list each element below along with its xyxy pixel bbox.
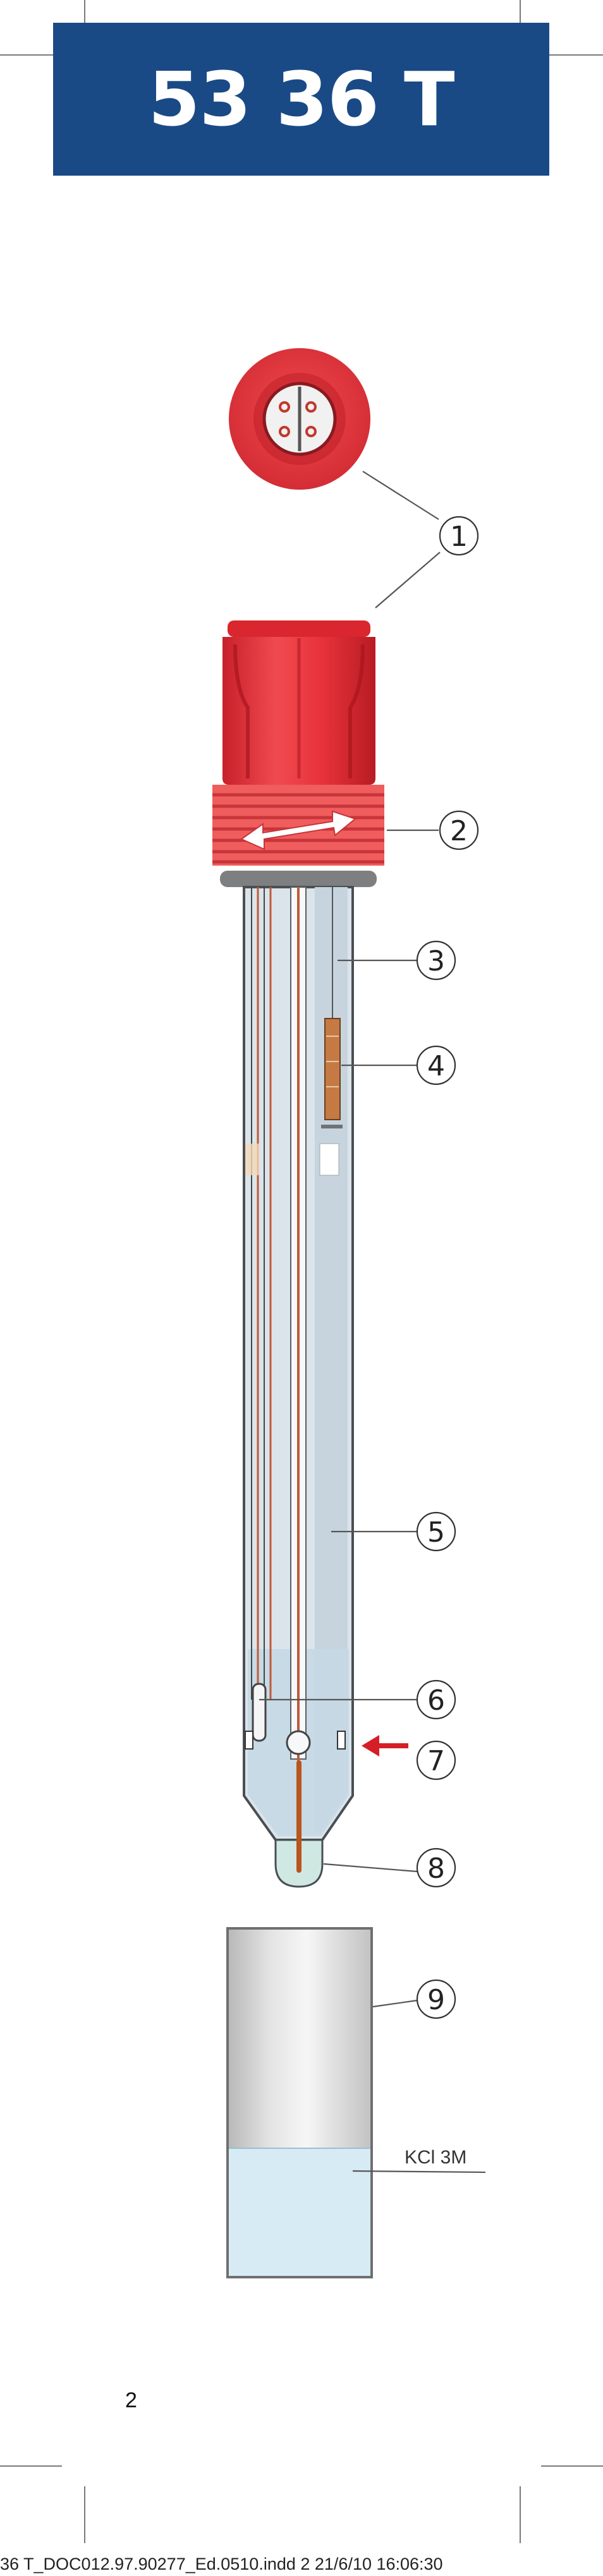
callout-number: 9 — [427, 1984, 445, 2016]
callout-lines — [259, 471, 486, 2174]
page-number: 2 — [125, 2388, 137, 2412]
callout-number: 8 — [427, 1853, 445, 1885]
storage-vessel — [226, 1927, 373, 2278]
callout-number: 3 — [427, 945, 445, 977]
crop-mark — [520, 0, 521, 30]
crop-mark — [541, 2465, 603, 2467]
callout-number: 7 — [427, 1745, 445, 1777]
crop-mark — [520, 2486, 521, 2543]
crop-mark — [84, 0, 85, 30]
connector-top-view — [229, 348, 370, 490]
footer-slug: 36 T_DOC012.97.90277_Ed.0510.indd 2 21/6… — [0, 2555, 443, 2573]
crop-mark — [0, 54, 62, 56]
electrode-body — [243, 886, 354, 1888]
header-band: 53 36 T — [53, 23, 549, 176]
callout-number: 2 — [450, 815, 468, 847]
crop-mark — [84, 2486, 85, 2543]
crop-mark — [541, 54, 603, 56]
callout-number: 1 — [450, 521, 468, 553]
callout-circles — [416, 516, 479, 2019]
page-title: 53 36 T — [148, 56, 454, 143]
callout-number: 4 — [427, 1050, 445, 1082]
thread-section — [212, 785, 384, 887]
callout-number: 6 — [427, 1684, 445, 1717]
electrode-cap — [222, 620, 375, 785]
indicator-arrow — [362, 1735, 408, 1757]
callout-number: 5 — [427, 1516, 445, 1549]
storage-solution-label: KCl 3M — [405, 2147, 466, 2168]
crop-mark — [0, 2465, 62, 2467]
